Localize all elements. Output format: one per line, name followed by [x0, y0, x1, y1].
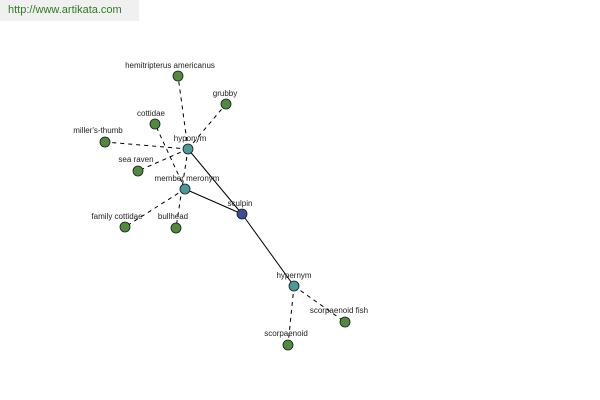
node-marker-grubby[interactable] — [220, 98, 232, 110]
node-marker-sea-raven[interactable] — [132, 165, 144, 177]
node-marker-sculpin[interactable] — [236, 208, 248, 220]
edge-sculpin-to-member-meronym — [184, 188, 243, 215]
node-scorpaenoid-fish[interactable]: scorpaenoid fish — [310, 306, 368, 328]
node-label-hemitripterus-americanus[interactable]: hemitripterus americanus — [125, 61, 215, 70]
nodes-layer: sculpin hyponym member meronym hypernym hemi… — [73, 61, 368, 351]
node-marker-member-meronym[interactable] — [179, 183, 191, 195]
edge-member-meronym-to-family-cottidae — [124, 188, 186, 228]
node-label-scorpaenoid[interactable]: scorpaenoid — [264, 329, 308, 338]
edge-sculpin-to-hyponym — [187, 148, 243, 215]
node-marker-bullhead[interactable] — [170, 222, 182, 234]
node-hemitripterus-americanus[interactable]: hemitripterus americanus — [125, 61, 215, 82]
node-grubby[interactable]: grubby — [213, 89, 237, 110]
node-marker-scorpaenoid-fish[interactable] — [339, 316, 351, 328]
node-millers-thumb[interactable]: miller's-thumb — [73, 126, 123, 148]
node-marker-cottidae[interactable] — [149, 118, 161, 130]
node-cottidae[interactable]: cottidae — [137, 109, 166, 130]
node-label-family-cottidae[interactable]: family cottidae — [91, 212, 143, 221]
edge-hyponym-to-bullhead — [175, 148, 189, 229]
edge-sculpin-to-hypernym — [241, 213, 295, 287]
node-label-bullhead[interactable]: bullhead — [158, 212, 188, 221]
node-label-scorpaenoid-fish[interactable]: scorpaenoid fish — [310, 306, 368, 315]
node-label-cottidae[interactable]: cottidae — [137, 109, 166, 118]
edge-hyponym-to-sea-raven — [137, 148, 189, 172]
node-label-hypernym[interactable]: hypernym — [276, 271, 311, 280]
source-url[interactable]: http://www.artikata.com — [0, 0, 139, 21]
node-marker-scorpaenoid[interactable] — [282, 339, 294, 351]
edges-layer — [104, 75, 346, 346]
node-label-member-meronym[interactable]: member meronym — [155, 174, 220, 183]
node-label-sculpin[interactable]: sculpin — [228, 199, 253, 208]
edge-member-meronym-to-cottidae — [154, 123, 186, 190]
node-family-cottidae[interactable]: family cottidae — [91, 212, 143, 233]
node-marker-millers-thumb[interactable] — [99, 136, 111, 148]
node-label-sea-raven[interactable]: sea raven — [118, 155, 153, 164]
node-label-grubby[interactable]: grubby — [213, 89, 237, 98]
node-marker-hyponym[interactable] — [182, 143, 194, 155]
node-marker-hypernym[interactable] — [288, 280, 300, 292]
node-hypernym[interactable]: hypernym — [276, 271, 312, 292]
node-member-meronym[interactable]: member meronym — [155, 174, 220, 195]
edge-hypernym-to-scorpaenoid-fish — [293, 285, 346, 323]
node-sculpin[interactable]: sculpin — [228, 199, 253, 220]
node-scorpaenoid[interactable]: scorpaenoid — [264, 329, 308, 351]
edge-hypernym-to-scorpaenoid — [287, 285, 295, 346]
node-sea-raven[interactable]: sea raven — [118, 155, 154, 177]
node-label-millers-thumb[interactable]: miller's-thumb — [73, 126, 123, 135]
node-bullhead[interactable]: bullhead — [158, 212, 188, 234]
node-hyponym[interactable]: hyponym — [174, 134, 207, 155]
node-marker-hemitripterus-americanus[interactable] — [172, 70, 184, 82]
node-label-hyponym[interactable]: hyponym — [174, 134, 207, 143]
edge-hyponym-to-millers-thumb — [104, 141, 189, 150]
node-marker-family-cottidae[interactable] — [119, 221, 131, 233]
edge-hyponym-to-grubby — [187, 103, 227, 150]
